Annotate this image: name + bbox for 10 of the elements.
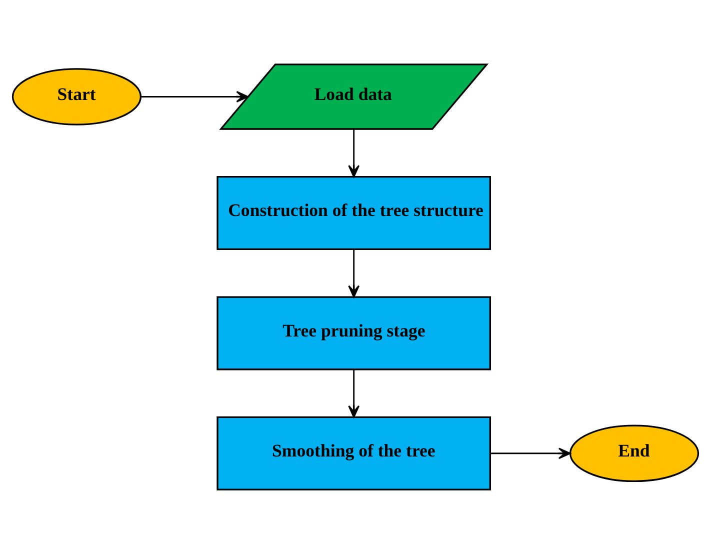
arrow [490, 448, 571, 460]
arrow [348, 129, 360, 178]
arrow [141, 91, 249, 102]
node-ellipse: Start [12, 68, 142, 126]
node-box: Construction of the tree structure [216, 176, 491, 250]
arrow [348, 249, 360, 298]
node-box: Smoothing of the tree [216, 416, 491, 490]
arrow [348, 369, 360, 418]
node-box: Tree pruning stage [216, 296, 491, 370]
node-ellipse: End [569, 424, 700, 482]
